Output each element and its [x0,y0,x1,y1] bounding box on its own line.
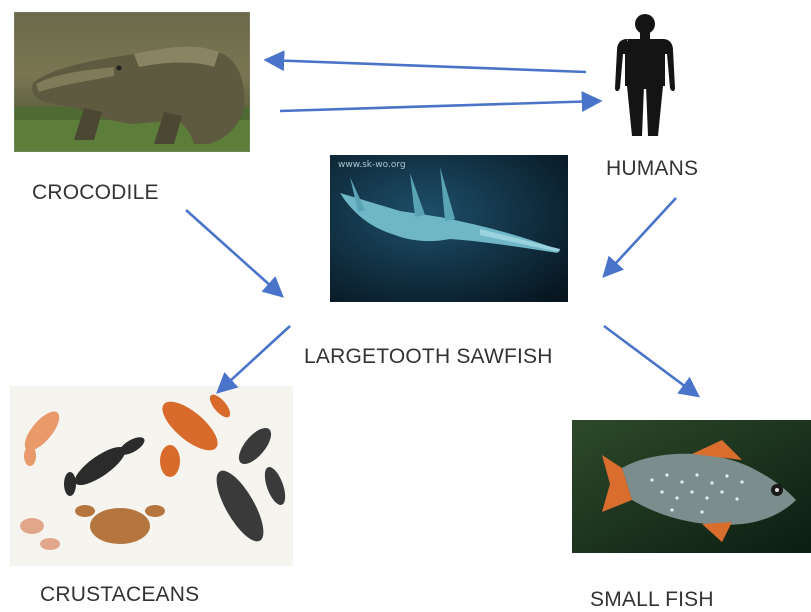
arrow-humans-to-crocodile [266,60,586,72]
arrow-humans-to-sawfish [604,198,676,276]
arrow-sawfish-to-small_fish [604,326,698,396]
arrow-sawfish-to-crustaceans [218,326,290,392]
arrow-crocodile-to-sawfish [186,210,282,296]
arrow-crocodile-to-humans [280,101,600,111]
